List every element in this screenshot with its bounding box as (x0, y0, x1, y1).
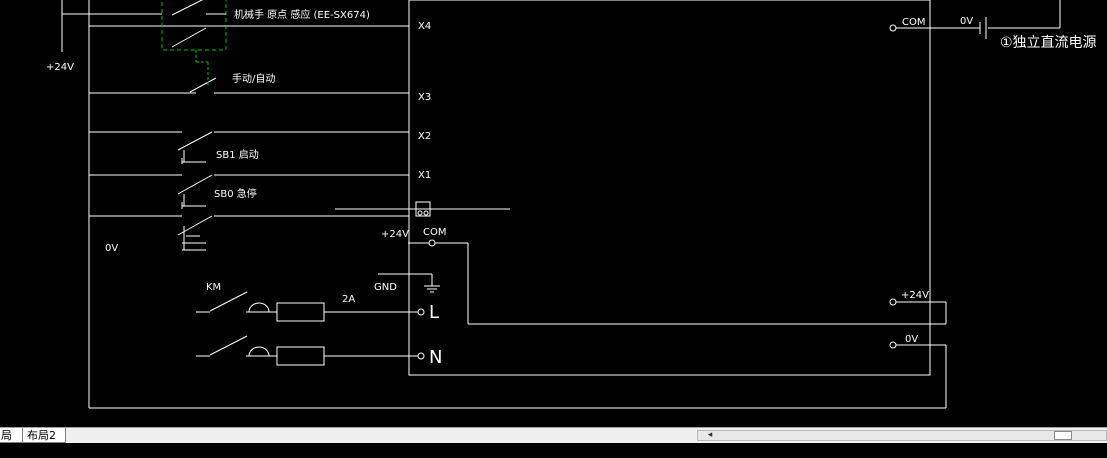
pushbutton-sb1-icon (177, 131, 213, 164)
label-psu-note: ①独立直流电源 (1000, 34, 1097, 51)
label-robot-home-sensor: 机械手 原点 感应 (EE-SX674) (234, 8, 370, 21)
label-plc-plus24v: +24V (381, 229, 409, 240)
plc-input-x4: X4 (418, 21, 431, 32)
label-psu-out-plus24v: +24V (901, 290, 929, 301)
horizontal-scrollbar[interactable] (697, 430, 1107, 441)
label-plus24v-left: +24V (46, 62, 74, 73)
battery-icon (979, 17, 987, 39)
terminal-l-label: L (429, 302, 439, 323)
label-km: KM (206, 282, 221, 293)
scroll-left-arrow-icon[interactable]: ◂ (707, 430, 713, 440)
label-manual-auto: 手动/自动 (232, 72, 275, 85)
wires (61, 0, 1061, 409)
plc-input-x2: X2 (418, 131, 431, 142)
scrollbar-thumb[interactable] (1054, 431, 1072, 440)
label-sb0-estop: SB0 急停 (214, 187, 257, 200)
wiring-diagram: 机械手 原点 感应 (EE-SX674) X4 +24V 手动/自动 X3 X2… (46, 0, 1097, 409)
sensor-frame-dashed (161, 0, 227, 51)
terminal-block-icon (415, 201, 431, 217)
label-psu-com: COM (902, 17, 925, 28)
label-psu-out-0v: 0V (905, 334, 918, 345)
label-plc-com: COM (423, 227, 446, 238)
layout-tab-bar: 局1 布局2 ◂ (0, 427, 1107, 457)
emergency-stop-icon (177, 215, 213, 251)
tab-layout1[interactable]: 局1 (0, 428, 23, 457)
pushbutton-sb0-icon (177, 174, 213, 209)
label-fuse-rating: 2A (342, 294, 355, 305)
terminal-circles (417, 24, 897, 360)
plc-input-x3: X3 (418, 92, 431, 103)
robot-home-sensor (161, 0, 227, 86)
label-gnd: GND (374, 282, 397, 293)
label-0v-left: 0V (105, 243, 118, 254)
label-psu-0v: 0V (960, 16, 973, 27)
terminal-n-label: N (429, 347, 442, 368)
label-sb1-start: SB1 启动 (216, 148, 259, 161)
tab-layout2[interactable]: 布局2 (22, 428, 66, 443)
plc-input-x1: X1 (418, 170, 431, 181)
